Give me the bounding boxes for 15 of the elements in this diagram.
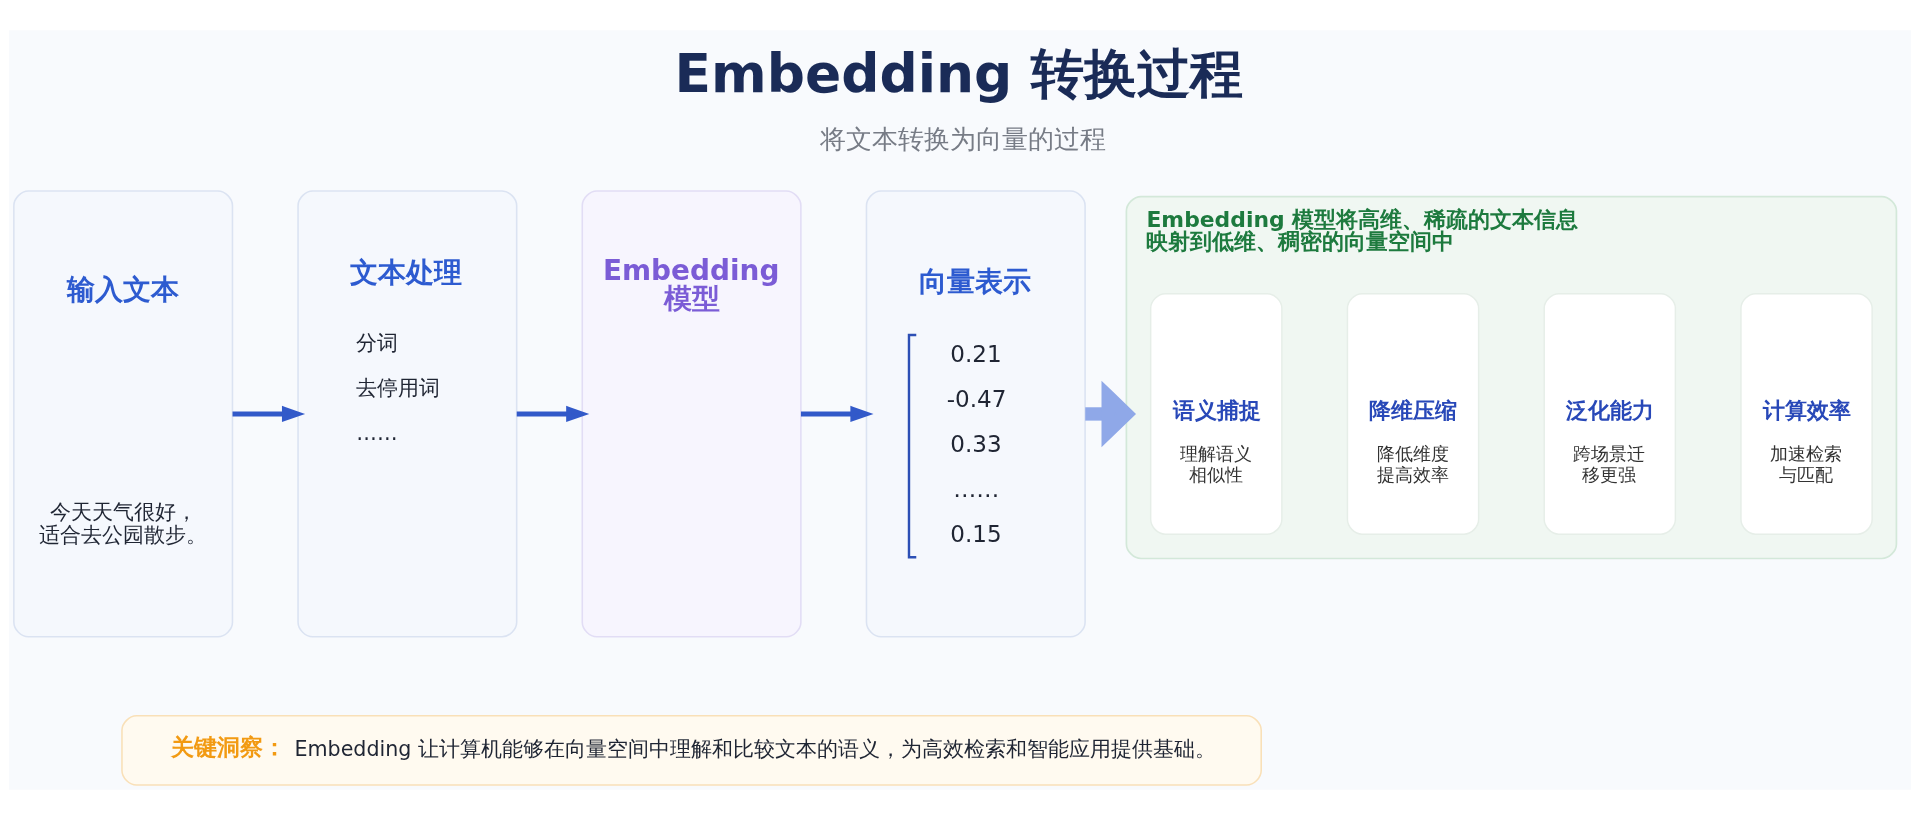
node-box: 向量表示 0.21 -0.47 0.33 …… 0.15	[865, 190, 1086, 638]
node-box: 降维压缩 降低维度提高效率	[1346, 292, 1479, 535]
caption: 将文本转换为向量的过程	[819, 124, 1106, 155]
arrow	[800, 405, 873, 423]
node-box: 输入文本 今天天气很好，适合去公园散步。	[12, 190, 233, 638]
node-box: 计算效率 加速检索与匹配	[1739, 292, 1873, 535]
node-box: Embedding 模型	[581, 190, 802, 638]
arrow	[1084, 380, 1136, 448]
arrow	[516, 405, 589, 423]
node-box: 泛化能力 跨场景迁移更强	[1542, 292, 1676, 535]
arrow	[232, 405, 305, 423]
node-box: 语义捕捉 理解语义相似性	[1149, 292, 1283, 535]
node-box: 文本处理 分词 去停用词 ……	[296, 190, 517, 638]
diagram-title: Embedding 转换过程	[674, 41, 1243, 105]
node-box: 关键洞察： Embedding 让计算机能够在向量空间中理解和比较文本的语义，为高效检索和智能应用提供基础。	[120, 715, 1262, 786]
